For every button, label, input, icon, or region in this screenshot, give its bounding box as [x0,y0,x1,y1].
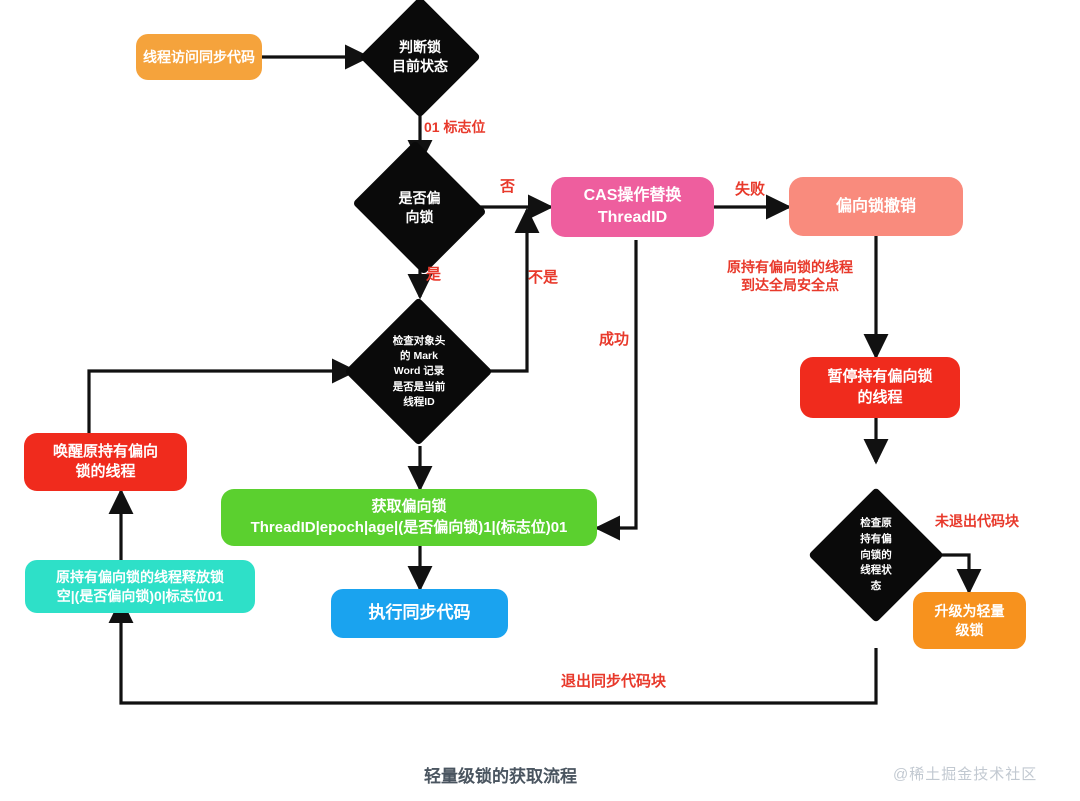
edge-label-yes: 是 [426,266,442,283]
edge-wake-to-markword [87,358,358,433]
node-suspend-owner[interactable]: 暂停持有偏向锁 的线程 [800,357,960,418]
node-suspend-owner-label: 暂停持有偏向锁 的线程 [827,368,933,406]
node-check-mark-word[interactable]: 检查对象头 的 Mark Word 记录 是否是当前 线程ID [344,297,493,446]
edge-label-success: 成功 [599,331,630,348]
node-acquire-biased-label: 获取偏向锁 ThreadID|epoch|age|(是否偏向锁)1|(标志位)0… [250,498,568,536]
node-wake-owner[interactable]: 唤醒原持有偏向 锁的线程 [24,433,187,491]
edge-label-not-exited-block: 未退出代码块 [935,513,1019,529]
figure-watermark: @稀土掘金技术社区 [893,766,1038,783]
node-is-biased-lock[interactable]: 是否偏 向锁 [352,140,487,275]
node-wake-owner-label: 唤醒原持有偏向 锁的线程 [52,442,158,480]
node-cas-replace-label: CAS操作替换 ThreadID [583,187,682,226]
edge-label-exit-sync-block: 退出同步代码块 [561,673,667,690]
edge-label-no: 否 [500,178,516,195]
node-judge-lock-state[interactable]: 判断锁 目前状态 [359,0,481,118]
node-check-owner-state-label: 检查原 持有偏 向锁的 线程状 态 [860,517,892,593]
node-thread-access[interactable]: 线程访问同步代码 [136,34,262,80]
node-release-lock[interactable]: 原持有偏向锁的线程释放锁 空|(是否偏向锁)0|标志位01 [25,560,255,613]
node-cas-replace[interactable]: CAS操作替换 ThreadID [551,177,714,237]
edge-label-fail: 失败 [735,181,766,198]
edge-label-owner-reach-safepoint: 原持有偏向锁的线程 到达全局安全点 [727,259,853,294]
node-revoke-bias[interactable]: 偏向锁撤销 [789,177,963,236]
node-exec-sync-code[interactable]: 执行同步代码 [331,589,508,638]
node-is-biased-lock-label: 是否偏 向锁 [398,189,441,225]
node-thread-access-label: 线程访问同步代码 [143,48,255,65]
node-judge-lock-state-label: 判断锁 目前状态 [392,39,448,74]
node-acquire-biased[interactable]: 获取偏向锁 ThreadID|epoch|age|(是否偏向锁)1|(标志位)0… [221,489,597,546]
node-exec-sync-code-label: 执行同步代码 [368,603,471,623]
edge-cas-to-acquire [594,240,638,541]
node-check-owner-state[interactable]: 检查原 持有偏 向锁的 线程状 态 [808,462,944,649]
figure-caption: 轻量级锁的获取流程 [424,767,577,786]
node-upgrade-lightweight-label: 升级为轻量 级锁 [934,602,1005,638]
node-revoke-bias-label: 偏向锁撤销 [835,197,916,215]
node-release-lock-label: 原持有偏向锁的线程释放锁 空|(是否偏向锁)0|标志位01 [56,568,224,604]
node-upgrade-lightweight[interactable]: 升级为轻量 级锁 [913,592,1026,649]
edge-markword-to-cas [480,207,540,373]
edge-label-flag-01: 01 标志位 [424,119,486,135]
node-check-mark-word-label: 检查对象头 的 Mark Word 记录 是否是当前 线程ID [392,334,446,408]
edge-label-not-yes: 不是 [528,269,559,286]
